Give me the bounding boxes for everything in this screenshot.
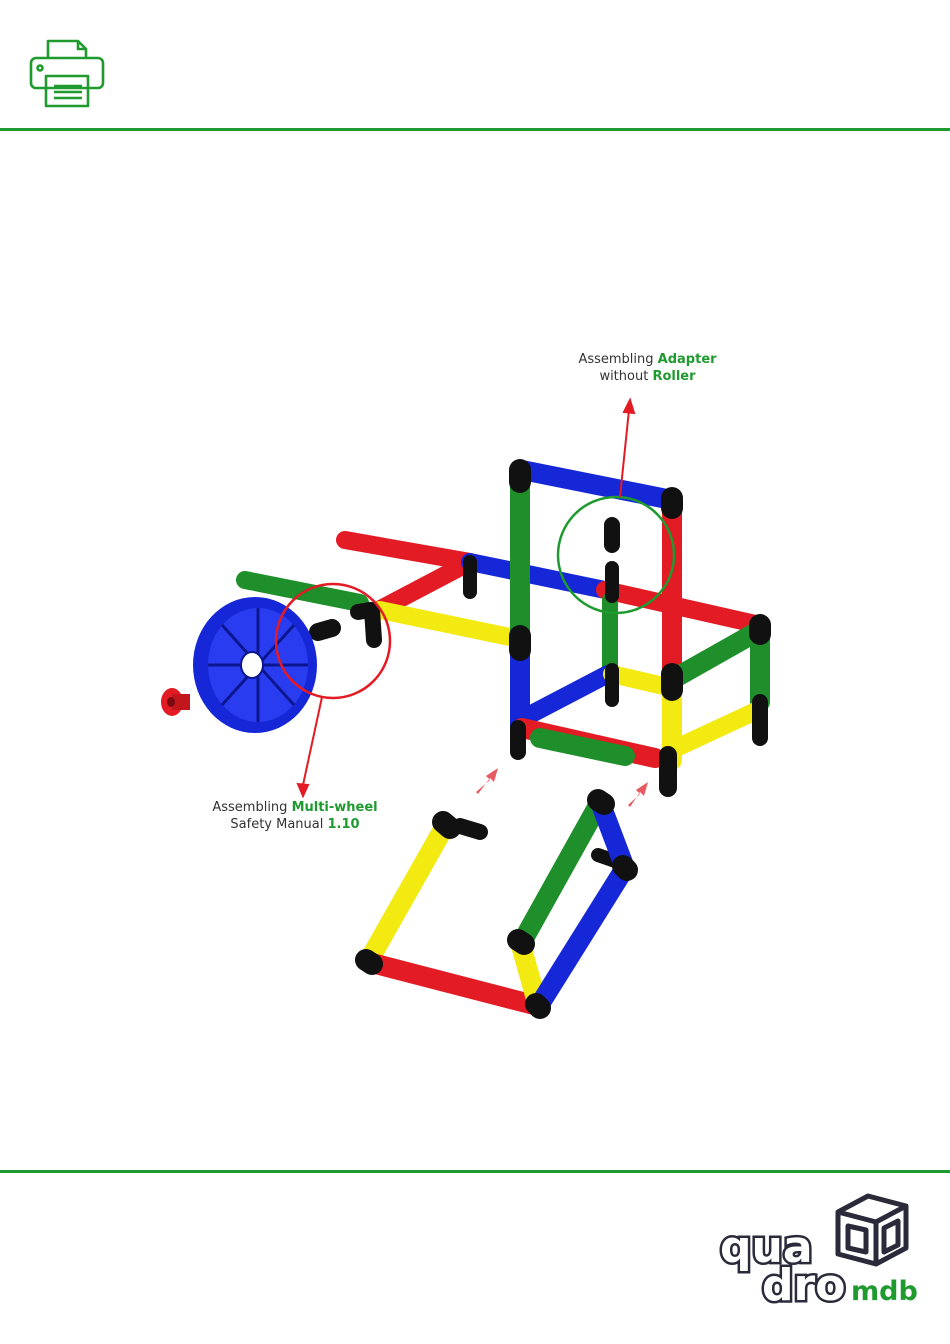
multi-wheel xyxy=(193,597,317,733)
red-bolt xyxy=(161,688,190,716)
tube-blue-top xyxy=(522,470,672,500)
callout-highlight: Roller xyxy=(652,369,695,384)
callout-highlight: Multi-wheel xyxy=(292,800,378,815)
callout-text: Assembling xyxy=(212,800,291,815)
callout-text: without xyxy=(599,369,652,384)
logo-word-bottom: dro xyxy=(762,1260,845,1310)
tube-red-back xyxy=(345,540,470,562)
logo-suffix: mdb xyxy=(851,1276,918,1307)
callout-text: Safety Manual xyxy=(230,817,327,832)
multiwheel-callout: Assembling Multi-wheel Safety Manual 1.1… xyxy=(195,799,395,833)
logo-cube-icon xyxy=(838,1196,906,1264)
callout-highlight: Adapter xyxy=(658,352,717,367)
footer-divider xyxy=(0,1170,950,1173)
tube-red-right xyxy=(605,590,760,625)
tube-yellow-side xyxy=(672,710,758,750)
bottom-frame xyxy=(366,800,627,1008)
tube-green-side xyxy=(675,630,760,678)
callout-text: Assembling xyxy=(578,352,657,367)
quadromdb-logo: qua dro mdb xyxy=(718,1190,928,1310)
tube-blue-long xyxy=(470,562,605,590)
tube-blue-base xyxy=(520,674,608,720)
callout-highlight: 1.10 xyxy=(328,817,360,832)
assembly-direction-arrows xyxy=(476,768,648,807)
adapter-callout: Assembling Adapter without Roller xyxy=(560,351,735,385)
tube-yellow-mid xyxy=(380,610,515,638)
multiwheel-leader-arrow xyxy=(303,697,322,785)
